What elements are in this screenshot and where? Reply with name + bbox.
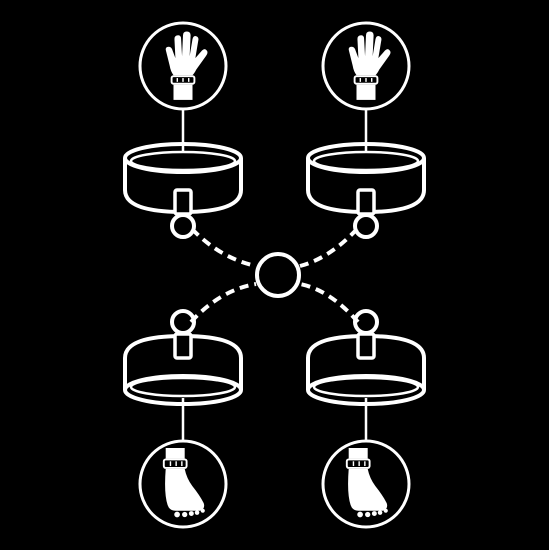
wrist-cuff-left <box>123 142 243 239</box>
connector-bottom-left <box>189 282 257 324</box>
hand-cuff-icon <box>138 21 228 111</box>
foot-cuff-icon <box>138 439 228 529</box>
hand-cuff-icon <box>321 21 411 111</box>
ankle-cuff-right <box>306 309 426 406</box>
o-ring-icon <box>255 252 301 298</box>
connector-top-right <box>299 227 359 268</box>
dashed-connectors <box>189 227 360 324</box>
ankle-cuff-left <box>123 309 243 406</box>
connector-top-left <box>190 227 257 268</box>
connector-bottom-right <box>299 282 360 324</box>
wrist-cuff-right <box>306 142 426 239</box>
foot-cuff-icon <box>321 439 411 529</box>
